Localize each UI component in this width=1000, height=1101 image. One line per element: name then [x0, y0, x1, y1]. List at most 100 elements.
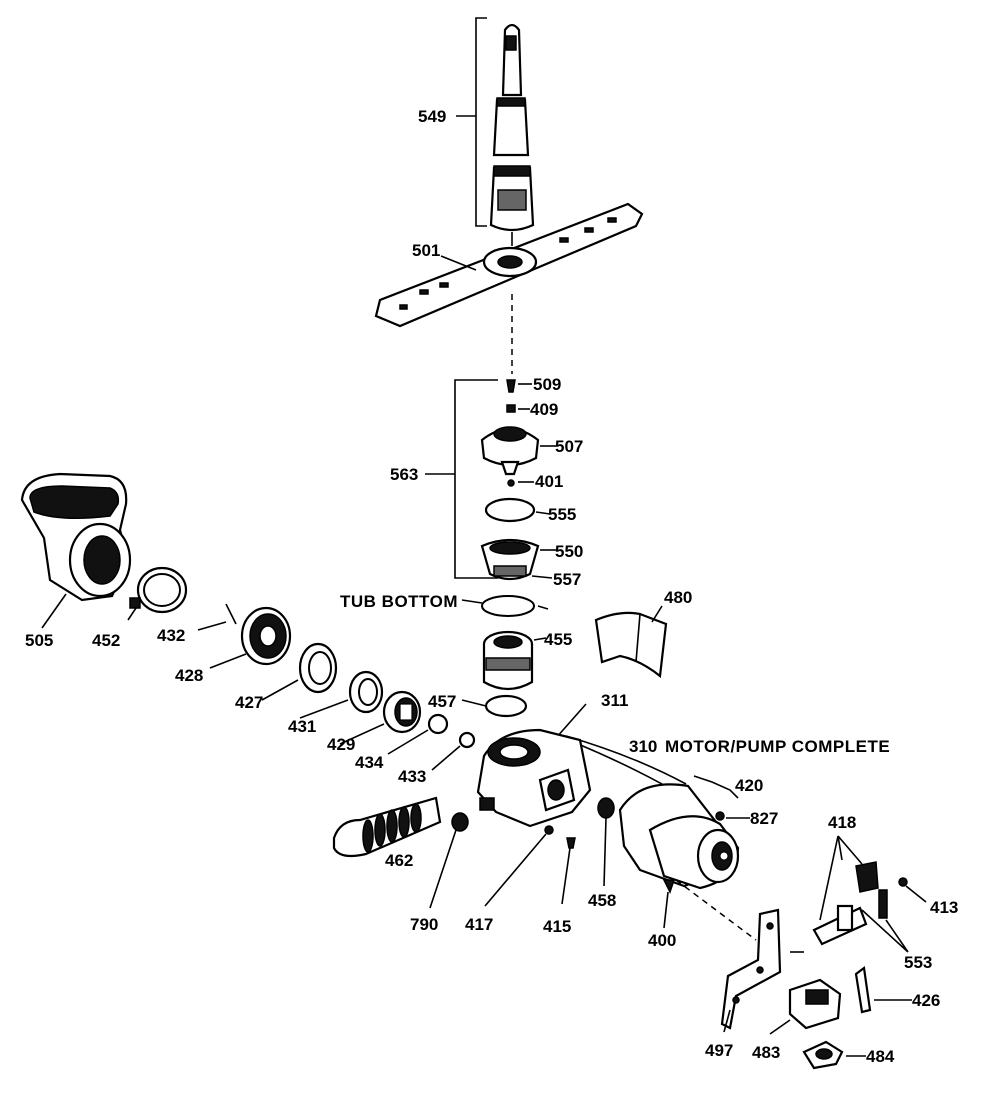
leader-415: [561, 847, 571, 905]
part-455-housing: [482, 630, 534, 691]
tub-bottom-label: TUB BOTTOM: [340, 592, 458, 611]
part-457-ring: [484, 694, 528, 718]
leader-553: [861, 909, 909, 953]
bracket-549: [456, 17, 487, 227]
leader-452: [127, 607, 137, 621]
part-480-shield: [594, 611, 668, 679]
part-433-washer: [458, 731, 476, 749]
part-motor: [618, 783, 740, 890]
part-418-bracket: [812, 861, 879, 946]
label-790: 790: [410, 915, 438, 934]
leader-433: [431, 745, 461, 771]
part-501-spray-arm: [374, 202, 644, 328]
part-553-spring: [878, 889, 888, 919]
label-458: 458: [588, 891, 616, 910]
part-400-screw: [662, 879, 676, 894]
part-790-clamp: [451, 812, 469, 832]
label-310: 310: [629, 737, 657, 756]
leader-311: [555, 703, 587, 739]
leader-455: [533, 637, 547, 641]
label-484: 484: [866, 1047, 895, 1066]
motor-pump-complete-label: MOTOR/PUMP COMPLETE: [665, 737, 890, 756]
label-555: 555: [548, 505, 576, 524]
leader-555: [535, 511, 551, 515]
leader-427: [261, 679, 299, 701]
label-501: 501: [412, 241, 440, 260]
leader-434: [387, 729, 429, 755]
label-505: 505: [25, 631, 53, 650]
label-401: 401: [535, 472, 563, 491]
label-483: 483: [752, 1043, 780, 1062]
leader-428: [209, 653, 247, 669]
part-417-screw: [544, 825, 554, 835]
leader-790: [429, 829, 457, 909]
label-549: 549: [418, 107, 446, 126]
bracket-563: [454, 379, 498, 579]
label-431: 431: [288, 717, 316, 736]
label-553: 553: [904, 953, 932, 972]
leader-497: [723, 1009, 731, 1033]
leader-458: [603, 817, 607, 887]
label-497: 497: [705, 1041, 733, 1060]
part-432-pin: [225, 603, 237, 625]
tub-bottom-seal: [481, 595, 535, 617]
part-458-grommet: [597, 797, 615, 819]
part-401-ball: [507, 479, 515, 487]
label-433: 433: [398, 767, 426, 786]
label-428: 428: [175, 666, 203, 685]
leader-413: [905, 885, 927, 903]
label-409: 409: [530, 400, 558, 419]
part-415-screw: [566, 837, 576, 849]
part-428-impeller: [240, 606, 292, 666]
label-563: 563: [390, 465, 418, 484]
label-417: 417: [465, 915, 493, 934]
leader-431: [299, 699, 349, 719]
label-452: 452: [92, 631, 120, 650]
label-413: 413: [930, 898, 958, 917]
leader-400: [663, 891, 669, 929]
part-555-ring: [484, 497, 536, 523]
leader-505: [41, 593, 67, 629]
leader-418: [819, 835, 863, 921]
label-827: 827: [750, 809, 778, 828]
leader-480: [651, 605, 663, 623]
label-429: 429: [327, 735, 355, 754]
part-483-solenoid: [788, 978, 842, 1030]
part-550-cup: [480, 538, 540, 581]
label-427: 427: [235, 693, 263, 712]
axis-line-lower: [675, 879, 757, 941]
label-550: 550: [555, 542, 583, 561]
label-480: 480: [664, 588, 692, 607]
part-413-screw: [898, 877, 908, 887]
part-431-nut: [348, 670, 384, 714]
label-426: 426: [912, 991, 940, 1010]
part-549-tube-assembly: [489, 23, 535, 246]
label-311: 311: [601, 691, 628, 710]
part-426-link: [854, 966, 872, 1014]
part-509-screw: [506, 379, 516, 393]
part-311-pump-body: [476, 728, 592, 828]
leader-417: [484, 833, 547, 907]
part-507-hub: [480, 426, 540, 476]
leader-557: [531, 575, 553, 579]
tub-bottom-dash: [537, 605, 549, 610]
leader-457: [461, 699, 487, 707]
label-415: 415: [543, 917, 571, 936]
part-462-drain-hose: [332, 796, 442, 858]
part-409-washer: [506, 404, 516, 413]
part-427-seal: [298, 642, 338, 694]
label-557: 557: [553, 570, 581, 589]
part-505-sump: [20, 472, 132, 602]
leader-429: [339, 723, 385, 745]
part-484-plunger: [802, 1040, 844, 1070]
part-434-cap: [427, 713, 449, 735]
label-509: 509: [533, 375, 561, 394]
label-507: 507: [555, 437, 583, 456]
label-434: 434: [355, 753, 384, 772]
label-420: 420: [735, 776, 763, 795]
tub-bottom-leader: [461, 599, 483, 604]
part-452-clamp: [129, 566, 188, 614]
label-400: 400: [648, 931, 676, 950]
part-827-screw: [715, 811, 725, 821]
